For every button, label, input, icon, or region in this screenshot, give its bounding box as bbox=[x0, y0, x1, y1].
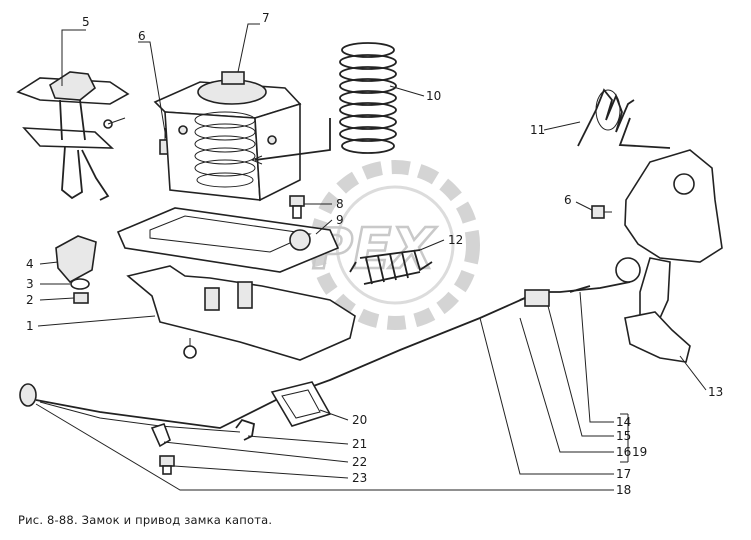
callout-14: 14 bbox=[616, 415, 631, 429]
callout-11: 11 bbox=[530, 123, 545, 137]
watermark-gear bbox=[310, 160, 480, 330]
callout-13: 13 bbox=[708, 385, 723, 399]
callout-17: 17 bbox=[616, 467, 631, 481]
callout-6-left: 6 bbox=[138, 29, 146, 43]
part-7-spring-housing bbox=[153, 71, 302, 202]
callout-labels: 5 6 7 10 11 6 8 9 12 4 3 2 1 13 14 15 16… bbox=[26, 11, 723, 497]
part-2-screw bbox=[73, 292, 89, 304]
part-5-latch-bracket bbox=[16, 71, 130, 201]
figure-caption: Рис. 8-88. Замок и привод замка капота. bbox=[18, 513, 273, 527]
callout-6-right: 6 bbox=[564, 193, 572, 207]
part-11-torsion-spring bbox=[577, 88, 635, 147]
callout-21: 21 bbox=[352, 437, 367, 451]
callout-7: 7 bbox=[262, 11, 270, 25]
part-3-washer bbox=[70, 278, 90, 290]
callout-3: 3 bbox=[26, 277, 34, 291]
part-10-main-spring bbox=[339, 42, 397, 154]
callout-8: 8 bbox=[336, 197, 344, 211]
part-12-tension-spring bbox=[349, 249, 433, 285]
callout-15: 15 bbox=[616, 429, 631, 443]
lever-assembly bbox=[624, 149, 723, 363]
part-1-lock-base bbox=[126, 265, 356, 361]
callout-18: 18 bbox=[616, 483, 631, 497]
part-21-clip bbox=[235, 418, 256, 441]
callout-9: 9 bbox=[336, 213, 344, 227]
callout-4: 4 bbox=[26, 257, 34, 271]
part-23-screw bbox=[159, 455, 175, 475]
part-18-pull-knob bbox=[19, 383, 37, 407]
callout-20: 20 bbox=[352, 413, 367, 427]
callout-10: 10 bbox=[426, 89, 441, 103]
callout-19: 19 bbox=[632, 445, 647, 459]
rod-end bbox=[519, 257, 641, 307]
part-8-bolt bbox=[289, 195, 305, 219]
part-20-grommet bbox=[270, 381, 332, 427]
callout-16: 16 bbox=[616, 445, 631, 459]
part-4-pad bbox=[55, 235, 97, 284]
part-7-coil bbox=[194, 111, 256, 188]
callout-12: 12 bbox=[448, 233, 463, 247]
callout-5: 5 bbox=[82, 15, 90, 29]
part-6-bolt-right bbox=[591, 205, 612, 219]
callout-1: 1 bbox=[26, 319, 34, 333]
leader-lines bbox=[35, 23, 707, 491]
part-22-clamp bbox=[150, 422, 171, 448]
part-9-cover-plate bbox=[116, 207, 340, 273]
callout-22: 22 bbox=[352, 455, 367, 469]
callout-23: 23 bbox=[352, 471, 367, 485]
callout-2: 2 bbox=[26, 293, 34, 307]
